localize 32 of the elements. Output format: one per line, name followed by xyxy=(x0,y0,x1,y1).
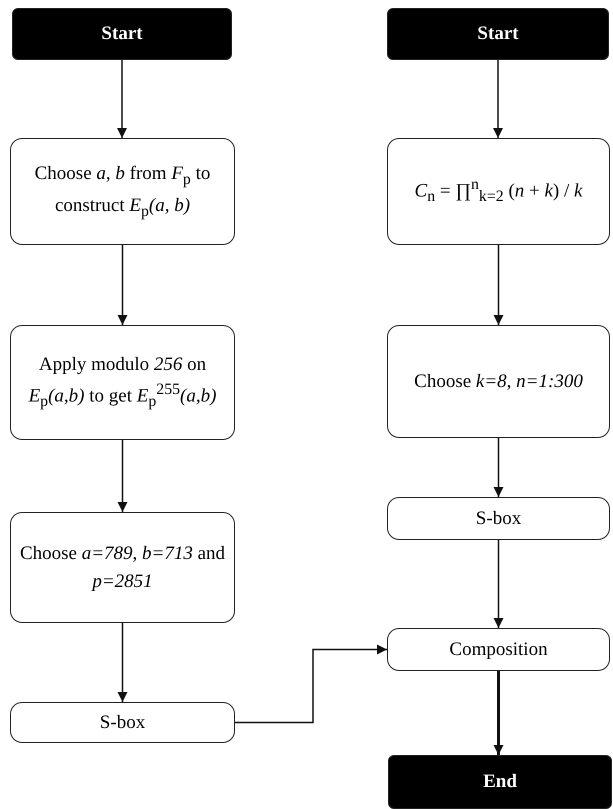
process-box xyxy=(10,325,235,440)
arrow xyxy=(494,245,504,325)
terminal-box xyxy=(12,8,232,60)
node-label: C$_{n}$ = ∏$^{n}$$_{k=2}$ (n + k) / k xyxy=(414,174,582,208)
node-label: Choose a=789, b=713 and p=2851 xyxy=(19,542,226,594)
process-box xyxy=(387,325,610,438)
arrow xyxy=(117,60,127,138)
process-box xyxy=(10,138,235,245)
node-label: Composition xyxy=(449,638,548,662)
node-label: Start xyxy=(477,22,519,46)
arrow xyxy=(493,60,503,138)
node-label: Start xyxy=(101,22,143,46)
process-box xyxy=(10,702,235,743)
arrow xyxy=(494,540,504,628)
process-box xyxy=(387,497,610,540)
arrow xyxy=(118,623,128,702)
arrow xyxy=(235,644,387,724)
node-label: Apply modulo 256 on E$_{p}$(a,b) to get E$_{p}$$^{255}$(a,b) xyxy=(28,353,218,412)
node-label: End xyxy=(483,770,517,794)
terminal-box xyxy=(387,8,609,60)
arrow xyxy=(118,245,128,325)
process-box xyxy=(387,628,610,671)
terminal-box xyxy=(388,755,612,809)
node-label: Choose a, b from F$_{p}$ to construct E$_{p}$(a, b) xyxy=(34,162,212,222)
arrow xyxy=(494,438,504,497)
node-label: S-box xyxy=(476,506,522,531)
node-label: S-box xyxy=(100,710,146,735)
node-label: Choose k=8, n=1:300 xyxy=(414,370,583,394)
process-box xyxy=(10,512,235,623)
process-box xyxy=(387,138,610,245)
arrow xyxy=(118,440,128,512)
arrow xyxy=(494,671,504,755)
